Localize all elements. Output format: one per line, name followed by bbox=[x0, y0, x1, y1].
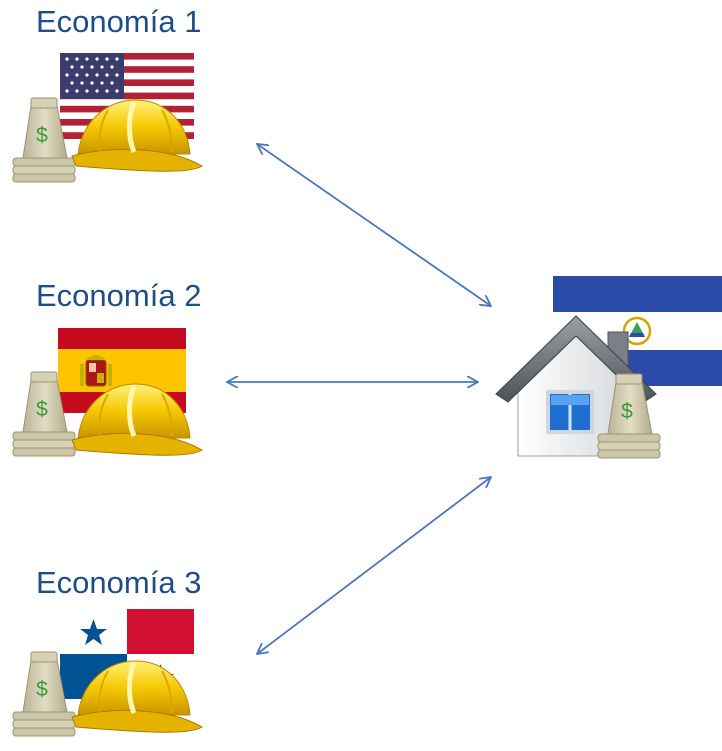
dollar-sign: $ bbox=[36, 398, 48, 421]
money-bag-icon: $ bbox=[597, 373, 661, 459]
money-bag-icon: $ bbox=[12, 97, 76, 183]
economy-2-label: Economía 2 bbox=[36, 278, 202, 313]
money-bag-icon: $ bbox=[12, 371, 76, 457]
house-icon bbox=[495, 315, 657, 457]
economy-1-label: Economía 1 bbox=[36, 4, 202, 39]
dollar-sign: $ bbox=[36, 678, 48, 701]
dollar-sign: $ bbox=[36, 124, 48, 147]
spain-flag bbox=[58, 328, 186, 413]
arrow-economy-1 bbox=[257, 144, 491, 306]
dollar-sign: $ bbox=[621, 400, 633, 423]
economy-3-label: Economía 3 bbox=[36, 565, 202, 600]
money-bag-icon: $ bbox=[12, 651, 76, 737]
arrow-economy-3 bbox=[257, 477, 491, 654]
